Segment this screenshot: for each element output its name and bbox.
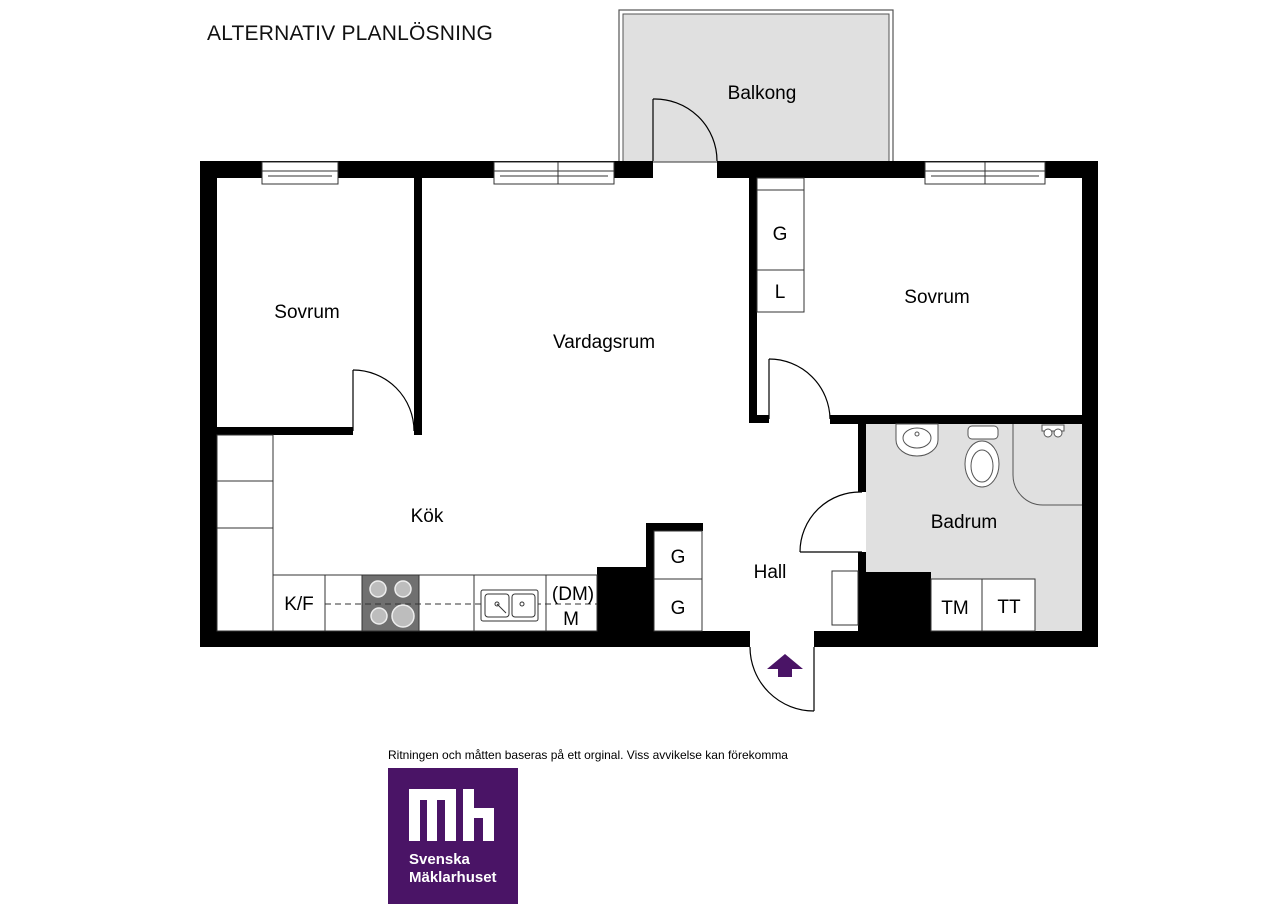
bedroom-wardrobes xyxy=(756,177,805,313)
washbasin-icon xyxy=(895,423,939,457)
shower-mixer-icon xyxy=(1041,424,1065,438)
interior-walls xyxy=(217,176,1082,631)
room-label-kok: Kök xyxy=(411,506,444,527)
kitchen-counter xyxy=(272,574,598,632)
kitchen-cabinets xyxy=(216,434,274,632)
stove-icon xyxy=(369,580,415,628)
wardrobe-g-bedroom-label: G xyxy=(773,224,788,245)
wardrobe-g-hall-bottom-label: G xyxy=(671,598,686,619)
hall-wardrobes xyxy=(653,530,859,632)
svenska-maklarhuset-logo: Svenska Mäklarhuset xyxy=(388,768,518,904)
wardrobe-l-bedroom-label: L xyxy=(775,282,786,303)
mh-mark-icon xyxy=(409,789,494,841)
doors xyxy=(352,98,863,712)
logo-line1: Svenska xyxy=(409,851,471,868)
toilet-icon xyxy=(964,425,1000,488)
room-label-vardagsrum: Vardagsrum xyxy=(553,332,655,353)
wardrobe-g-hall-top-label: G xyxy=(671,547,686,568)
dishwasher-label: (DM) xyxy=(552,584,594,605)
room-label-balkong: Balkong xyxy=(728,83,797,104)
shower-outline xyxy=(1012,424,1082,506)
kitchen-sink-icon xyxy=(480,589,539,622)
fridge-freezer-label: K/F xyxy=(284,594,314,615)
windows xyxy=(261,161,1046,185)
entrance-arrow-icon xyxy=(767,654,803,677)
plan-title: ALTERNATIV PLANLÖSNING xyxy=(207,22,493,45)
dryer-label: TM xyxy=(941,598,968,619)
microwave-label: M xyxy=(563,609,579,630)
drying-cabinet-label: TT xyxy=(997,597,1021,618)
logo-line2: Mäklarhuset xyxy=(409,869,497,886)
disclaimer-text: Ritningen och måtten baseras på ett orgi… xyxy=(388,748,788,762)
room-label-badrum: Badrum xyxy=(931,512,998,533)
room-label-sovrum-left: Sovrum xyxy=(274,302,339,323)
room-label-hall: Hall xyxy=(754,562,787,583)
balcony-area xyxy=(622,13,890,163)
room-label-sovrum-right: Sovrum xyxy=(904,287,969,308)
laundry-units xyxy=(930,578,1036,632)
